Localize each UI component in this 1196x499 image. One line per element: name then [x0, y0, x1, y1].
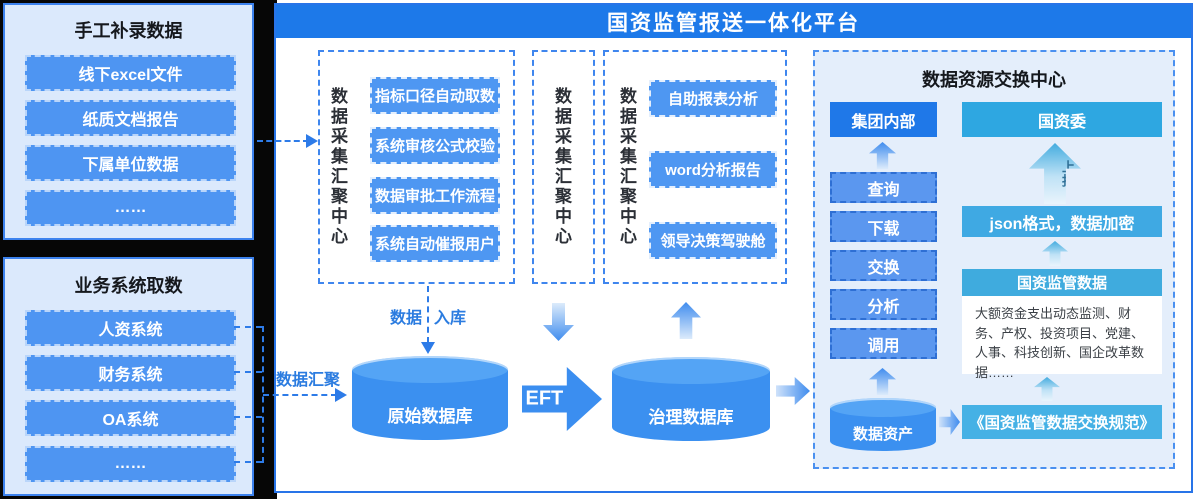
arrowhead-right-icon — [306, 134, 318, 148]
up-arrow-icon — [1042, 241, 1068, 266]
group-internal-box: 集团内部 — [830, 102, 937, 137]
up-arrow-icon — [869, 142, 896, 169]
center1-item-approval-flow: 数据审批工作流程 — [370, 177, 500, 214]
action-download: 下载 — [830, 211, 937, 242]
connector-finance-stub — [234, 371, 262, 373]
supervision-data-description: 大额资金支出动态监测、财务、产权、投资项目、党建、人事、科技创新、国企改革数据…… — [962, 296, 1162, 380]
center1-item-auto-fetch: 指标口径自动取数 — [370, 77, 500, 114]
center3-item-self-report: 自助报表分析 — [649, 80, 777, 117]
raw-database-cylinder: 原始数据库 — [352, 356, 508, 440]
collection-center-1-title: 数据采集汇聚中心 — [328, 87, 347, 247]
cylinder-top — [352, 356, 508, 383]
manual-item-paper-report: 纸质文档报告 — [25, 100, 236, 136]
data-converge-label: 数据汇聚 — [276, 372, 341, 389]
report-label: 上报 — [1060, 160, 1075, 188]
sasac-box: 国资委 — [962, 102, 1162, 137]
connector-more-stub — [234, 461, 262, 463]
data-ingest-label-right: 入库 — [434, 310, 467, 327]
business-item-more: …… — [25, 446, 236, 482]
up-arrow-icon — [1034, 377, 1060, 401]
action-exchange: 交换 — [830, 250, 937, 281]
center1-item-formula-check: 系统审核公式校验 — [370, 127, 500, 164]
manual-data-box-title: 手工补录数据 — [74, 21, 183, 41]
up-arrow-icon — [869, 368, 896, 395]
action-analyze: 分析 — [830, 289, 937, 320]
business-item-finance-system: 财务系统 — [25, 355, 236, 391]
connector-converge-line — [263, 394, 337, 396]
center3-item-word-report: word分析报告 — [649, 151, 777, 188]
manual-item-subsidiary-data: 下属单位数据 — [25, 145, 236, 181]
exchange-standard-box: 《国资监管数据交换规范》 — [962, 405, 1162, 439]
manual-item-offline-excel: 线下excel文件 — [25, 55, 236, 91]
action-invoke: 调用 — [830, 328, 937, 359]
collection-center-3-title: 数据采集汇聚中心 — [617, 87, 636, 247]
manual-data-box: 手工补录数据 线下excel文件 纸质文档报告 下属单位数据 …… — [3, 3, 254, 240]
governed-database-cylinder: 治理数据库 — [612, 357, 770, 441]
manual-item-more: …… — [25, 190, 236, 226]
exchange-center-title: 数据资源交换中心 — [922, 70, 1066, 90]
arrowhead-down-icon — [421, 342, 435, 354]
cylinder-top — [612, 357, 770, 384]
eft-label: EFT — [525, 387, 564, 410]
collection-center-2-title: 数据采集汇聚中心 — [552, 87, 571, 247]
business-item-hr-system: 人资系统 — [25, 310, 236, 346]
connector-oa-stub — [234, 416, 262, 418]
connector-hr-stub — [234, 326, 262, 328]
data-asset-cylinder: 数据资产 — [830, 398, 936, 451]
data-asset-label: 数据资产 — [852, 426, 913, 443]
governed-database-label: 治理数据库 — [648, 408, 734, 427]
supervision-data-header: 国资监管数据 — [962, 269, 1162, 296]
collection-center-2-box — [532, 50, 595, 284]
arrowhead-right-icon — [335, 388, 347, 402]
platform-title-bar: 国资监管报送一体化平台 — [276, 5, 1191, 38]
data-ingest-label: 数据 入库 — [368, 304, 488, 328]
raw-database-label: 原始数据库 — [387, 407, 473, 426]
report-up-arrow: 上报 — [1029, 143, 1081, 204]
data-ingest-label-left: 数据 — [389, 310, 422, 327]
business-item-oa-system: OA系统 — [25, 400, 236, 436]
cylinder-top — [830, 398, 936, 417]
business-systems-box-title: 业务系统取数 — [74, 276, 183, 296]
action-query: 查询 — [830, 172, 937, 203]
json-format-box: json格式，数据加密 — [962, 206, 1162, 237]
center1-item-auto-remind: 系统自动催报用户 — [370, 225, 500, 262]
right-arrow-icon — [939, 409, 960, 435]
exchange-center-panel: 数据资源交换中心 集团内部 查询 下载 交换 分析 调用 数据资产 国资委 上报… — [813, 50, 1175, 469]
connector-ingest-line — [427, 286, 429, 343]
center3-item-cockpit: 领导决策驾驶舱 — [649, 222, 777, 259]
connector-manual-to-center — [257, 140, 309, 142]
business-systems-box: 业务系统取数 人资系统 财务系统 OA系统 …… — [3, 257, 254, 496]
